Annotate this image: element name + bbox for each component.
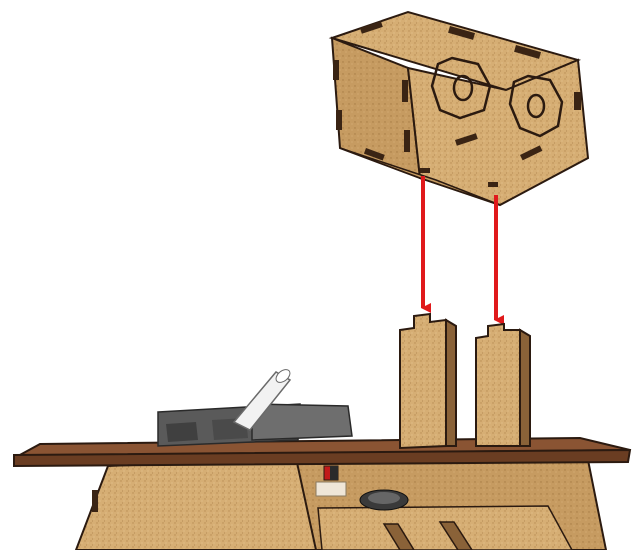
base-left-panel (76, 458, 318, 550)
peg-right (476, 324, 530, 446)
base-frame (76, 458, 606, 550)
wooden-box-with-speaker-holes (332, 12, 588, 205)
peg-left (400, 314, 456, 448)
base-joint (92, 490, 98, 512)
tabletop (14, 438, 630, 466)
